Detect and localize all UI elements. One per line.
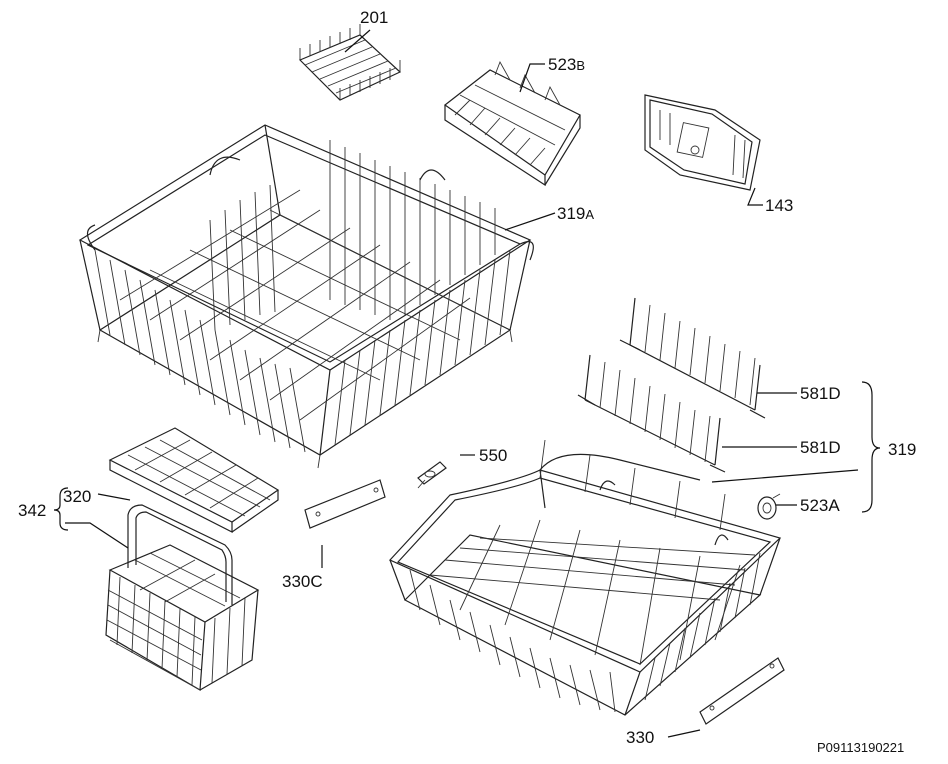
part-523b-cup-shelf xyxy=(443,60,581,187)
leader-319-ext xyxy=(711,469,859,483)
leader-lines xyxy=(53,29,881,738)
label-320: 320 xyxy=(63,487,91,506)
brace-342 xyxy=(53,487,69,531)
part-330-slide-bar xyxy=(699,657,785,725)
part-523a-wheel xyxy=(757,493,781,520)
leader-342-basket xyxy=(65,522,129,549)
label-330: 330 xyxy=(626,728,654,747)
label-319: 319 xyxy=(888,440,916,459)
part-cutlery-basket xyxy=(105,504,260,692)
label-319a: 319A xyxy=(557,204,594,223)
leader-143 xyxy=(747,187,763,206)
label-581d-upper: 581D xyxy=(800,384,841,403)
part-581d-tine-rack-upper xyxy=(619,297,766,419)
label-523a: 523A xyxy=(800,496,840,515)
part-319-lower-basket xyxy=(388,439,782,716)
part-320-basket-lid xyxy=(108,427,280,533)
label-143: 143 xyxy=(765,196,793,215)
brace-319 xyxy=(861,381,881,513)
leader-201 xyxy=(344,29,371,53)
part-201-tine-insert xyxy=(298,24,402,101)
label-523b: 523B xyxy=(548,55,585,74)
part-550-roller xyxy=(417,461,447,489)
label-330c: 330C xyxy=(282,572,323,591)
label-342: 342 xyxy=(18,501,46,520)
label-581d-lower: 581D xyxy=(800,438,841,457)
document-code: P09113190221 xyxy=(817,740,904,755)
leader-330 xyxy=(667,729,701,738)
part-319a-upper-basket xyxy=(78,124,534,469)
callout-labels: 201 523B 143 319A 581D 581D 319 523A 550… xyxy=(18,8,916,755)
part-581d-tine-rack-lower xyxy=(577,354,726,473)
leader-320 xyxy=(97,493,131,501)
label-201: 201 xyxy=(360,8,388,27)
part-143-bracket xyxy=(644,94,761,191)
leader-523b xyxy=(519,63,545,93)
leader-319a xyxy=(504,212,556,231)
part-330c-slide-bar xyxy=(304,479,386,529)
label-550: 550 xyxy=(479,446,507,465)
